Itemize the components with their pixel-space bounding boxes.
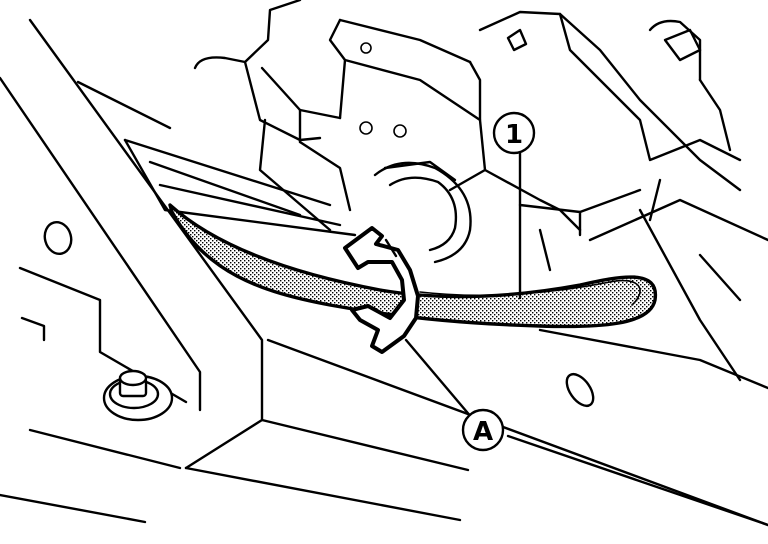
callout-a: A	[404, 338, 505, 452]
panel-hole	[43, 220, 73, 256]
bolt	[102, 369, 174, 422]
ring-bracket	[373, 161, 472, 264]
mounting-slot	[123, 138, 357, 237]
callout-1: 1	[492, 111, 536, 300]
panel-hole-right	[565, 372, 595, 408]
body-panel	[0, 18, 768, 527]
callout-1-label: 1	[505, 120, 523, 150]
callout-a-label: A	[473, 417, 493, 447]
harness-clip	[343, 226, 420, 354]
panel-cutout	[20, 316, 46, 342]
upper-component	[193, 0, 742, 272]
wiring-harness	[168, 203, 657, 329]
wiring-harness-edge	[419, 279, 641, 306]
